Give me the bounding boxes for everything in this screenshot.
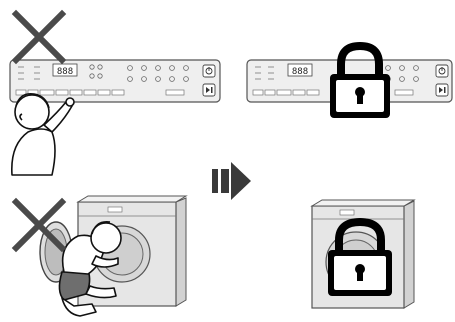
x-icon [16, 14, 62, 60]
child-figure [12, 94, 74, 175]
padlock-icon [330, 46, 390, 118]
display-digits: 888 [57, 67, 73, 77]
control-panel-left: 888 [10, 60, 220, 102]
display-digits-right: 888 [292, 67, 308, 77]
double-arrow-right-icon [212, 162, 251, 200]
